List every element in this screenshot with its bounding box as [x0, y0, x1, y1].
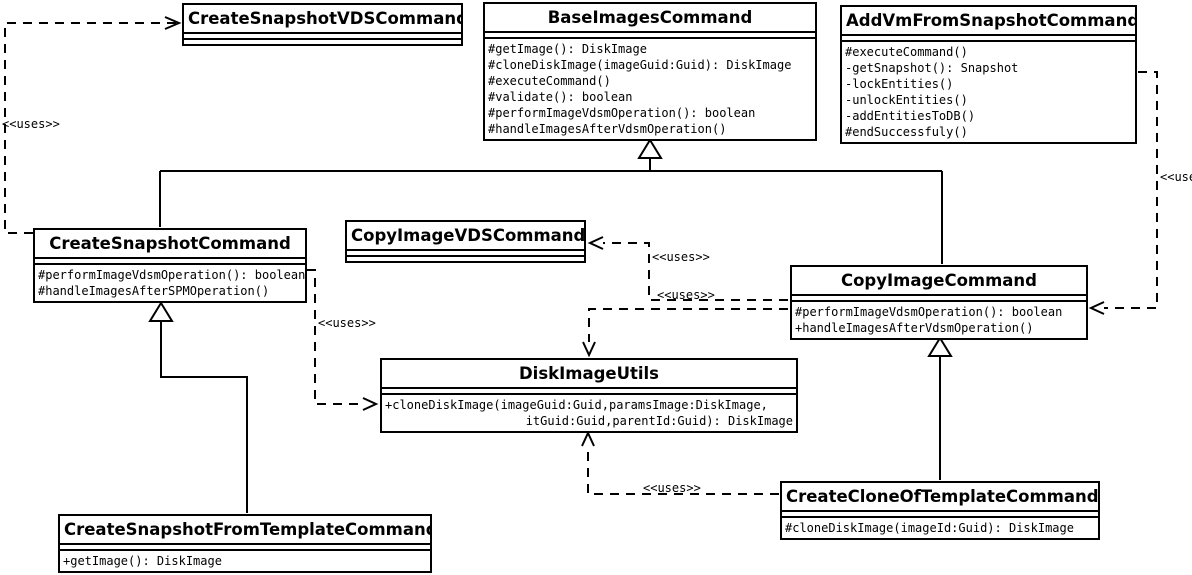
class-box-create-clone-of-template-command: CreateCloneOfTemplateCommand #cloneDiskI…: [780, 481, 1100, 540]
uses-stereotype-label: <<uses>>: [1160, 170, 1192, 184]
methods-compartment: #performImageVdsmOperation(): boolean +h…: [792, 300, 1086, 338]
class-title: CreateSnapshotVDSCommand: [188, 9, 461, 28]
method-item: #performImageVdsmOperation(): boolean: [488, 106, 756, 120]
dependency-copyimage-to-copyimagevds: [603, 242, 788, 301]
arrowhead-icon: [362, 397, 379, 411]
class-box-create-snapshot-command: CreateSnapshotCommand #performImageVdsmO…: [33, 228, 307, 303]
method-item: -lockEntities(): [845, 77, 954, 91]
method-item: +cloneDiskImage(imageGuid:Guid,paramsIma…: [385, 398, 768, 412]
inheritance-triangle-icon: [637, 138, 663, 159]
method-item: -unlockEntities(): [845, 93, 968, 107]
class-box-copy-image-vds-command: CopyImageVDSCommand: [345, 220, 586, 263]
generalization-snapshotfromtemplate-to-createsnapshot: [160, 321, 248, 513]
arrowhead-icon: [587, 236, 604, 250]
method-item: #handleImagesAfterSPMOperation(): [38, 284, 270, 298]
method-item: #performImageVdsmOperation(): boolean: [795, 305, 1063, 319]
method-item: #handleImagesAfterVdsmOperation(): [488, 122, 727, 136]
class-box-create-snapshot-from-template-command: CreateSnapshotFromTemplateCommand +getIm…: [58, 514, 432, 573]
class-title: CopyImageCommand: [840, 271, 1037, 290]
class-title: BaseImagesCommand: [547, 8, 753, 27]
method-item: +getImage(): DiskImage: [63, 554, 222, 568]
methods-compartment: #getImage(): DiskImage #cloneDiskImage(i…: [485, 37, 815, 139]
class-title: CopyImageVDSCommand: [351, 226, 584, 245]
uses-stereotype-label: <<uses>>: [657, 288, 715, 302]
class-title: DiskImageUtils: [518, 364, 660, 383]
method-item: #performImageVdsmOperation(): boolean: [38, 268, 306, 282]
arrowhead-icon: [581, 430, 595, 447]
methods-compartment: #performImageVdsmOperation(): boolean #h…: [35, 263, 305, 301]
attributes-compartment: [782, 510, 1098, 516]
method-item: -addEntitiesToDB(): [845, 109, 976, 123]
methods-compartment: #executeCommand() -getSnapshot(): Snapsh…: [842, 40, 1135, 142]
dependency-copyimage-to-diskimageutils: [588, 308, 788, 342]
attributes-compartment: [792, 294, 1086, 300]
attributes-compartment: [35, 257, 305, 263]
class-box-create-snapshot-vds-command: CreateSnapshotVDSCommand: [182, 3, 463, 46]
uses-stereotype-label: <<uses>>: [652, 250, 710, 264]
methods-compartment: [347, 255, 584, 261]
dependency-create-snapshot-to-diskimageutils: [307, 269, 363, 405]
methods-compartment: +getImage(): DiskImage: [60, 549, 430, 571]
uses-stereotype-label: <<uses>>: [318, 316, 376, 330]
class-box-copy-image-command: CopyImageCommand #performImageVdsmOperat…: [790, 265, 1088, 340]
method-item: #endSuccessfuly(): [845, 125, 968, 139]
arrowhead-icon: [1088, 301, 1105, 315]
attributes-compartment: [347, 249, 584, 255]
class-title: CreateSnapshotCommand: [49, 234, 291, 253]
attributes-compartment: [485, 31, 815, 37]
method-item: +handleImagesAfterVdsmOperation(): [795, 321, 1034, 335]
methods-compartment: +cloneDiskImage(imageGuid:Guid,paramsIma…: [382, 393, 796, 431]
method-item: #getImage(): DiskImage: [488, 42, 647, 56]
method-item: #executeCommand(): [488, 74, 611, 88]
dependency-create-snapshot-to-vds: [4, 22, 176, 234]
class-title: AddVmFromSnapshotCommand: [846, 11, 1135, 30]
class-box-disk-image-utils: DiskImageUtils +cloneDiskImage(imageGuid…: [380, 358, 798, 433]
class-title: CreateSnapshotFromTemplateCommand: [64, 520, 430, 539]
inheritance-triangle-icon: [927, 336, 953, 357]
class-box-base-images-command: BaseImagesCommand #getImage(): DiskImage…: [483, 2, 817, 141]
dependency-addvm-to-copyimage: [1104, 71, 1158, 309]
method-item: #executeCommand(): [845, 45, 968, 59]
class-title: CreateCloneOfTemplateCommand: [786, 487, 1098, 506]
uses-stereotype-label: <<uses>>: [2, 117, 60, 131]
attributes-compartment: [60, 543, 430, 549]
class-box-add-vm-from-snapshot-command: AddVmFromSnapshotCommand #executeCommand…: [840, 5, 1137, 144]
methods-compartment: #cloneDiskImage(imageId:Guid): DiskImage: [782, 516, 1098, 538]
method-item: #cloneDiskImage(imageId:Guid): DiskImage: [785, 521, 1074, 535]
attributes-compartment: [184, 32, 461, 38]
arrowhead-icon: [582, 341, 596, 358]
method-item: #validate(): boolean: [488, 90, 633, 104]
attributes-compartment: [842, 34, 1135, 40]
methods-compartment: [184, 38, 461, 44]
uses-stereotype-label: <<uses>>: [643, 481, 701, 495]
arrowhead-icon: [164, 16, 182, 30]
method-item: -getSnapshot(): Snapshot: [845, 61, 1019, 75]
generalization-to-baseimages: [159, 158, 943, 264]
inheritance-triangle-icon: [148, 301, 174, 322]
method-item: #cloneDiskImage(imageGuid:Guid): DiskIma…: [488, 58, 792, 72]
attributes-compartment: [382, 387, 796, 393]
method-item: itGuid:Guid,parentId:Guid): DiskImage: [525, 414, 793, 428]
